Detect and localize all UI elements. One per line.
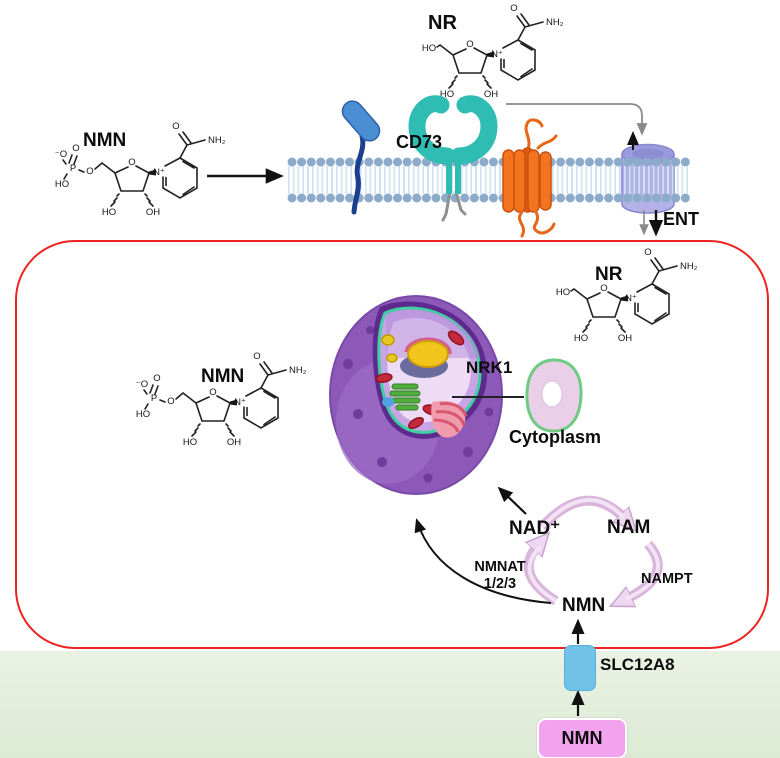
endoplasmic-reticulum bbox=[433, 402, 468, 433]
nad-label: NAD⁺ bbox=[509, 518, 561, 539]
cd73-protein-icon bbox=[408, 95, 498, 222]
nr-label-top: NR bbox=[428, 12, 457, 34]
nmn-label-top: NMN bbox=[83, 130, 127, 151]
nmnat-line2: 1/2/3 bbox=[483, 575, 517, 592]
slc12a8-transporter-icon bbox=[564, 645, 596, 691]
nam-label: NAM bbox=[607, 517, 651, 538]
nr-label-cytosol: NR bbox=[595, 264, 623, 285]
orange-transporter-icon bbox=[502, 118, 558, 238]
nrk1-label: NRK1 bbox=[466, 358, 513, 377]
nmn-cycle-label: NMN bbox=[562, 595, 606, 616]
nr-structure-cytosol bbox=[555, 246, 699, 345]
nrk1-pointer-line bbox=[452, 396, 524, 398]
cytoplasm-label: Cytoplasm bbox=[509, 427, 602, 447]
ent-label: ENT bbox=[663, 209, 699, 229]
nmnat-line1: NMNAT bbox=[474, 559, 526, 575]
nampt-label: NAMPT bbox=[641, 571, 693, 587]
cell-surface-spots bbox=[343, 326, 494, 483]
nmn-structure-cytosol bbox=[134, 350, 308, 449]
nmn-structure-top bbox=[53, 120, 227, 219]
nmn-source-box: NMN bbox=[537, 718, 627, 758]
nmn-label-cytosol: NMN bbox=[201, 366, 245, 387]
blue-receptor-icon bbox=[341, 100, 381, 215]
cytoplasm-icon bbox=[525, 358, 583, 433]
nmnat-label: NMNAT 1/2/3 bbox=[468, 559, 532, 592]
nr-structure-top bbox=[421, 2, 565, 101]
extracellular-matrix-background bbox=[0, 651, 780, 758]
lipid-heads-top bbox=[287, 157, 690, 167]
slc12a8-label: SLC12A8 bbox=[600, 655, 675, 674]
lipid-heads-bottom bbox=[287, 193, 690, 203]
nmn-source-label: NMN bbox=[561, 728, 603, 748]
cell-cutaway-illustration bbox=[329, 295, 503, 495]
cd73-label: CD73 bbox=[396, 132, 443, 152]
